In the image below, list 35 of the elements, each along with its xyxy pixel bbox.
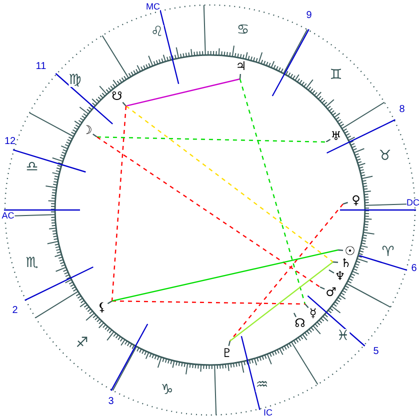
zodiac-symbol: ♈ xyxy=(382,245,394,259)
zodiac-symbol: ♐ xyxy=(76,336,88,350)
house-number: 11 xyxy=(36,62,46,72)
zodiac-symbol: ♋ xyxy=(236,23,250,37)
house-number: 3 xyxy=(108,397,114,407)
angle-label: MC xyxy=(146,2,160,12)
house-number: 5 xyxy=(373,347,379,357)
aspect-line xyxy=(230,262,334,342)
house-number: 9 xyxy=(306,11,312,21)
aspect-line xyxy=(111,106,127,302)
aspect-line xyxy=(112,249,338,302)
zodiac-symbol: ♍ xyxy=(68,73,82,87)
aspect-line xyxy=(126,106,334,262)
angle-label: DC xyxy=(406,198,420,208)
angle-label: AC xyxy=(2,212,14,220)
zodiac-symbol: ♓ xyxy=(336,329,350,343)
zodiac-symbol: ♊ xyxy=(330,68,342,82)
house-number: 12 xyxy=(4,137,16,147)
aspect-line xyxy=(96,136,326,143)
lunar-node-symbol: ☊ xyxy=(294,317,306,329)
angle-label: IC xyxy=(264,408,272,418)
house-number: 2 xyxy=(12,306,18,316)
zodiac-symbol: ♉ xyxy=(378,149,392,163)
planet-symbol: ♆ xyxy=(334,270,346,282)
house-number: 6 xyxy=(411,264,417,274)
aspect-line xyxy=(96,136,320,288)
aspect-line xyxy=(112,300,305,305)
aspect-line xyxy=(230,204,344,342)
zodiac-symbol: ♌ xyxy=(150,25,164,39)
zodiac-symbol: ♏ xyxy=(26,256,38,270)
zodiac-symbol: ♑ xyxy=(160,383,174,397)
house-number: 8 xyxy=(399,105,405,115)
aspect-line xyxy=(126,78,240,107)
zodiac-symbol: ♒ xyxy=(256,378,268,392)
aspect-line xyxy=(239,78,306,304)
